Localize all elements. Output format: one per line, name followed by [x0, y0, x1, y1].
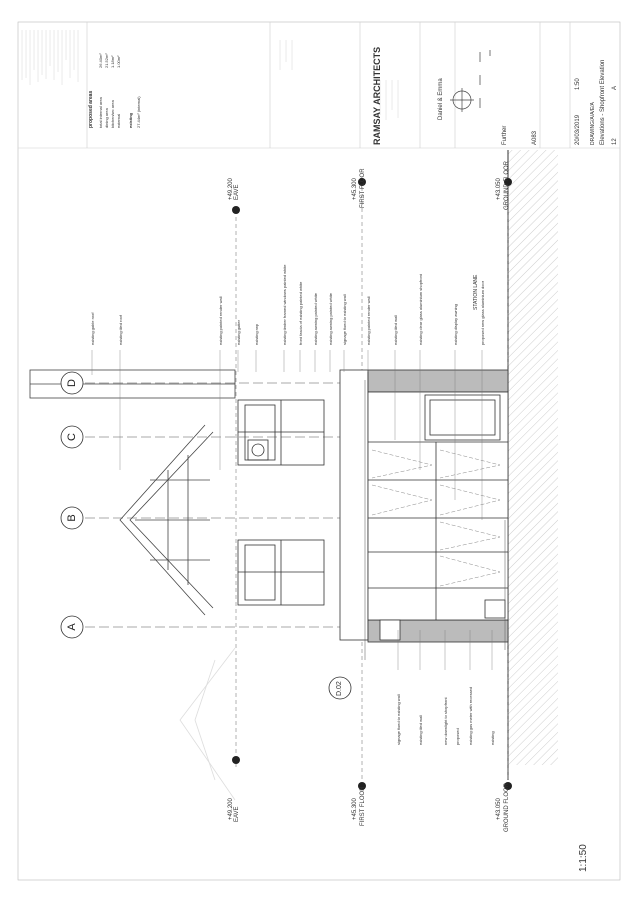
- annotation-note: existing clear glass aluminium shopfront: [418, 274, 423, 345]
- level-name: GROUND FLOOR: [504, 160, 510, 210]
- area-value: 1.18m²: [110, 55, 115, 68]
- level-lines: [235, 180, 509, 780]
- grid-label: C: [66, 433, 78, 441]
- roof-outline: [29, 369, 236, 616]
- status-text: Further: [502, 125, 508, 145]
- leader-lines: [91, 350, 493, 670]
- grid-bubble-b: [60, 506, 84, 530]
- annotation-note: existing painted render wall: [218, 296, 223, 345]
- annotation-note: existing display awning: [453, 304, 458, 345]
- area-value: 21.52m²: [104, 53, 109, 68]
- annotation-note: existing gas meter with recessed: [468, 686, 473, 745]
- area-value: 26.40m²: [98, 53, 103, 68]
- north-arrow-icon: [450, 88, 474, 112]
- existing-label: existing: [128, 112, 133, 128]
- annotation-note: existing timber framed windows painted w…: [282, 264, 287, 345]
- level-name: EAVE: [234, 806, 240, 822]
- shopfront: [339, 369, 509, 643]
- area-label: external: [116, 113, 121, 128]
- title-block-frame: [18, 22, 620, 149]
- annotation-note: front fascia of existing painted white: [298, 281, 303, 345]
- notes-text-lines: [21, 30, 399, 120]
- annotation-note: existing painted render wall: [366, 296, 371, 345]
- firm-name: RAMSAY ARCHITECTS: [372, 46, 382, 145]
- scale-text: 1:50: [575, 78, 581, 90]
- level-name: EAVE: [234, 184, 240, 200]
- annotation-note: existing rwp: [254, 323, 259, 345]
- annotation-note: signage fixed to existing wall: [342, 294, 347, 345]
- client-name: Daniel & Emma: [438, 78, 444, 120]
- sheet-number: 12: [612, 138, 618, 145]
- drawing-number: DRAWING/A/A/E/A: [590, 102, 596, 145]
- grid-bubble-c: [60, 425, 84, 449]
- grid-bubbles: A B C D: [60, 371, 84, 639]
- grid-bubble-a: [60, 615, 84, 639]
- annotation-note: existing awning painted white: [328, 292, 333, 345]
- annotation-note: new downlight to shopfront: [443, 697, 448, 745]
- ground-hatch: [508, 150, 558, 765]
- grid-bubble-d: [60, 371, 84, 395]
- job-number: A083: [532, 130, 538, 145]
- annotation-note: existing tiled wall: [418, 714, 423, 745]
- revision-text: A: [612, 85, 618, 90]
- annotation-note: existing tiled roof: [118, 314, 123, 345]
- level-name: FIRST FLOOR: [360, 168, 366, 208]
- rwp-circle-icon: [247, 439, 269, 461]
- section-tag-bubble: [328, 676, 352, 700]
- dimension-lines: [364, 380, 506, 660]
- annotation-note: existing awning painted white: [313, 292, 318, 345]
- annotation-note: existing gutter: [236, 320, 241, 345]
- level-name: GROUND FLOOR: [504, 782, 510, 832]
- annotation-note: existing tiled wall: [393, 314, 398, 345]
- level-marker-icons: [232, 178, 512, 790]
- existing-value: 27.44m² (internal): [136, 96, 141, 128]
- area-label: total internal area: [98, 97, 103, 128]
- annotation-note: proposed: [455, 728, 460, 745]
- grid-label: D: [66, 379, 78, 387]
- level-value: +45.300: [352, 178, 358, 200]
- areas-header: proposed areas: [88, 90, 94, 128]
- shopfront-diagonals: [371, 449, 501, 587]
- drawing-title: Elevations - Shopfront Elevation: [600, 59, 606, 145]
- annotation-note: proposed new glass aluminium door: [480, 280, 485, 345]
- sheet-border: [17, 21, 621, 881]
- area-label: dining area: [104, 108, 109, 128]
- area-label: kitchen/wc area: [110, 100, 115, 128]
- grid-label: A: [66, 623, 78, 631]
- shopfront-sign: STATION LANE: [473, 274, 479, 310]
- grid-label: B: [66, 514, 78, 521]
- level-value: +43.050: [496, 178, 502, 200]
- first-floor-windows: [237, 399, 325, 606]
- area-value: 1.00m²: [116, 55, 121, 68]
- level-value: +45.300: [352, 798, 358, 820]
- level-name: FIRST FLOOR: [360, 786, 366, 826]
- level-value: +43.050: [496, 798, 502, 820]
- date-text: 20/03/2019: [575, 114, 581, 145]
- scale-note: 1:1:50: [578, 844, 589, 872]
- section-tag: D.02: [336, 681, 343, 696]
- annotation-note: existing gable roof: [90, 312, 95, 345]
- roof-gable-ghost: [179, 647, 236, 801]
- scale-bar-icon: [479, 50, 491, 108]
- annotation-note: signage fixed to existing wall: [396, 694, 401, 745]
- annotation-note: existing: [490, 731, 495, 745]
